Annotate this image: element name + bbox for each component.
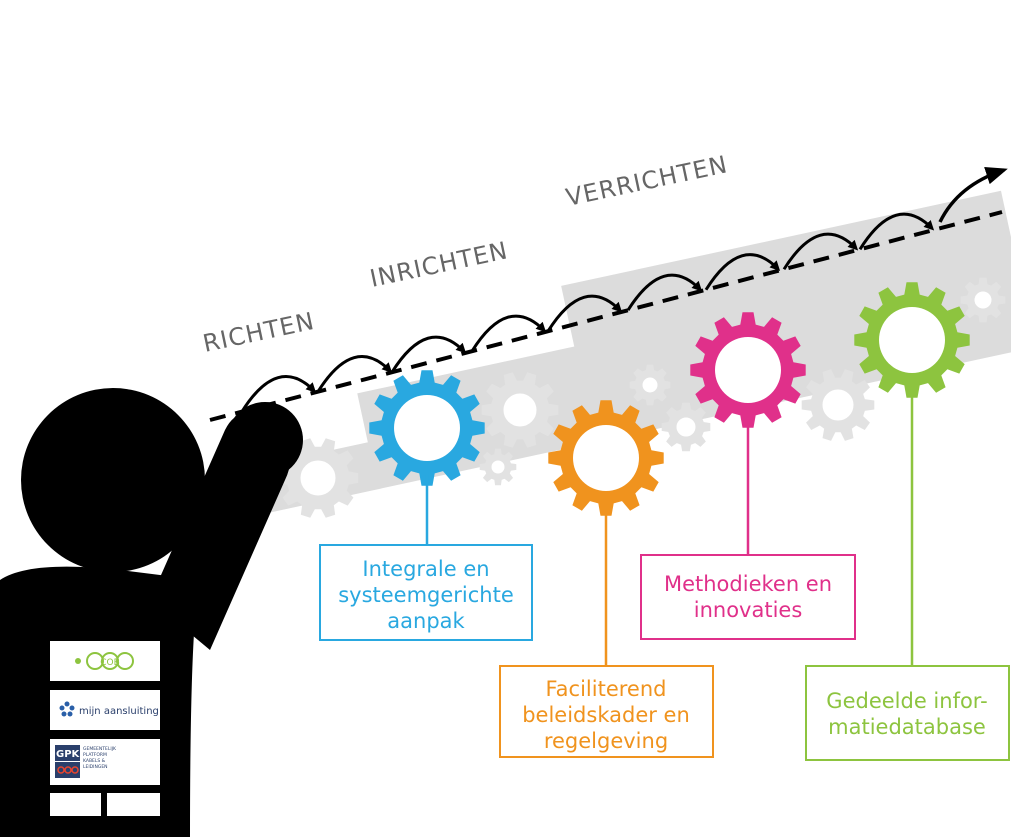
logo-cob: COB <box>50 641 160 681</box>
logo-gpkl-sub3: KABELS & <box>83 758 106 764</box>
logo-mijn-aansluiting: mijn aansluiting <box>50 690 160 730</box>
blank-card-left <box>50 793 101 816</box>
box-integrale-line3: aanpak <box>387 609 465 633</box>
step-arrow-0 <box>240 375 317 413</box>
colored-gears <box>369 282 970 516</box>
box-gedeelde: Gedeelde infor- matiedatabase <box>805 665 1010 761</box>
logo-gpkl-sub1: GEMEENTELIJK <box>83 746 117 752</box>
final-arrow <box>938 167 1008 223</box>
logo-gpkl-sub4: LEIDINGEN <box>83 764 108 770</box>
step-arrow-5 <box>626 273 703 312</box>
gray-gear-icon-6 <box>960 277 1006 323</box>
background-gears <box>277 277 1006 518</box>
blank-card-right <box>107 793 160 816</box>
gray-gear-icon-4 <box>661 402 711 452</box>
logo-gpkl-title: GPKL <box>56 749 86 760</box>
gray-gear-icon-3 <box>629 364 671 406</box>
box-methodieken-line2: innovaties <box>694 598 803 622</box>
step-arrow-1 <box>316 355 393 393</box>
box-gedeelde-line1: Gedeelde infor- <box>826 689 987 713</box>
box-faciliterend-line3: regelgeving <box>544 729 668 753</box>
logo-gpkl-sub2: PLATFORM <box>83 752 107 758</box>
gear-green-icon <box>854 282 970 398</box>
person-head <box>21 388 205 572</box>
progress-dashed-line <box>209 210 1003 422</box>
step-arrow-3 <box>470 314 547 352</box>
phase-label-inrichten: INRICHTEN <box>367 236 510 293</box>
step-arrow-7 <box>782 232 859 271</box>
logo-cob-text: COB <box>100 658 120 668</box>
box-integrale-line2: systeemgerichte <box>338 583 514 607</box>
logo-gpkl: GPKL GEMEENTELIJK PLATFORM KABELS & LEID… <box>50 739 160 785</box>
box-methodieken: Methodieken en innovaties <box>640 554 856 640</box>
phase-label-richten: RICHTEN <box>200 307 317 358</box>
mijn-aansluiting-icon <box>59 701 75 717</box>
gear-blue-icon <box>369 370 485 486</box>
box-faciliterend-line1: Faciliterend <box>546 677 667 701</box>
gray-gear-icon-5 <box>801 369 875 441</box>
box-integrale: Integrale en systeemgerichte aanpak <box>319 544 533 641</box>
gray-gear-icon-1 <box>481 372 559 448</box>
step-arrow-6 <box>704 253 781 291</box>
box-methodieken-line1: Methodieken en <box>664 572 832 596</box>
step-arrow-4 <box>546 294 623 333</box>
gear-pink-icon <box>690 312 806 428</box>
box-integrale-line1: Integrale en <box>362 557 489 581</box>
logo-mijn-aansluiting-text: mijn aansluiting <box>79 706 159 717</box>
box-faciliterend: Faciliterend beleidskader en regelgeving <box>499 665 714 758</box>
step-arrows <box>240 212 935 413</box>
gear-orange-icon <box>548 400 664 516</box>
box-gedeelde-line2: matiedatabase <box>828 715 986 739</box>
box-faciliterend-line2: beleidskader en <box>522 703 690 727</box>
step-arrow-8 <box>858 212 935 251</box>
gray-gear-icon-2 <box>479 448 517 486</box>
phase-label-verrichten: VERRICHTEN <box>563 150 730 212</box>
step-arrow-2 <box>390 335 467 373</box>
